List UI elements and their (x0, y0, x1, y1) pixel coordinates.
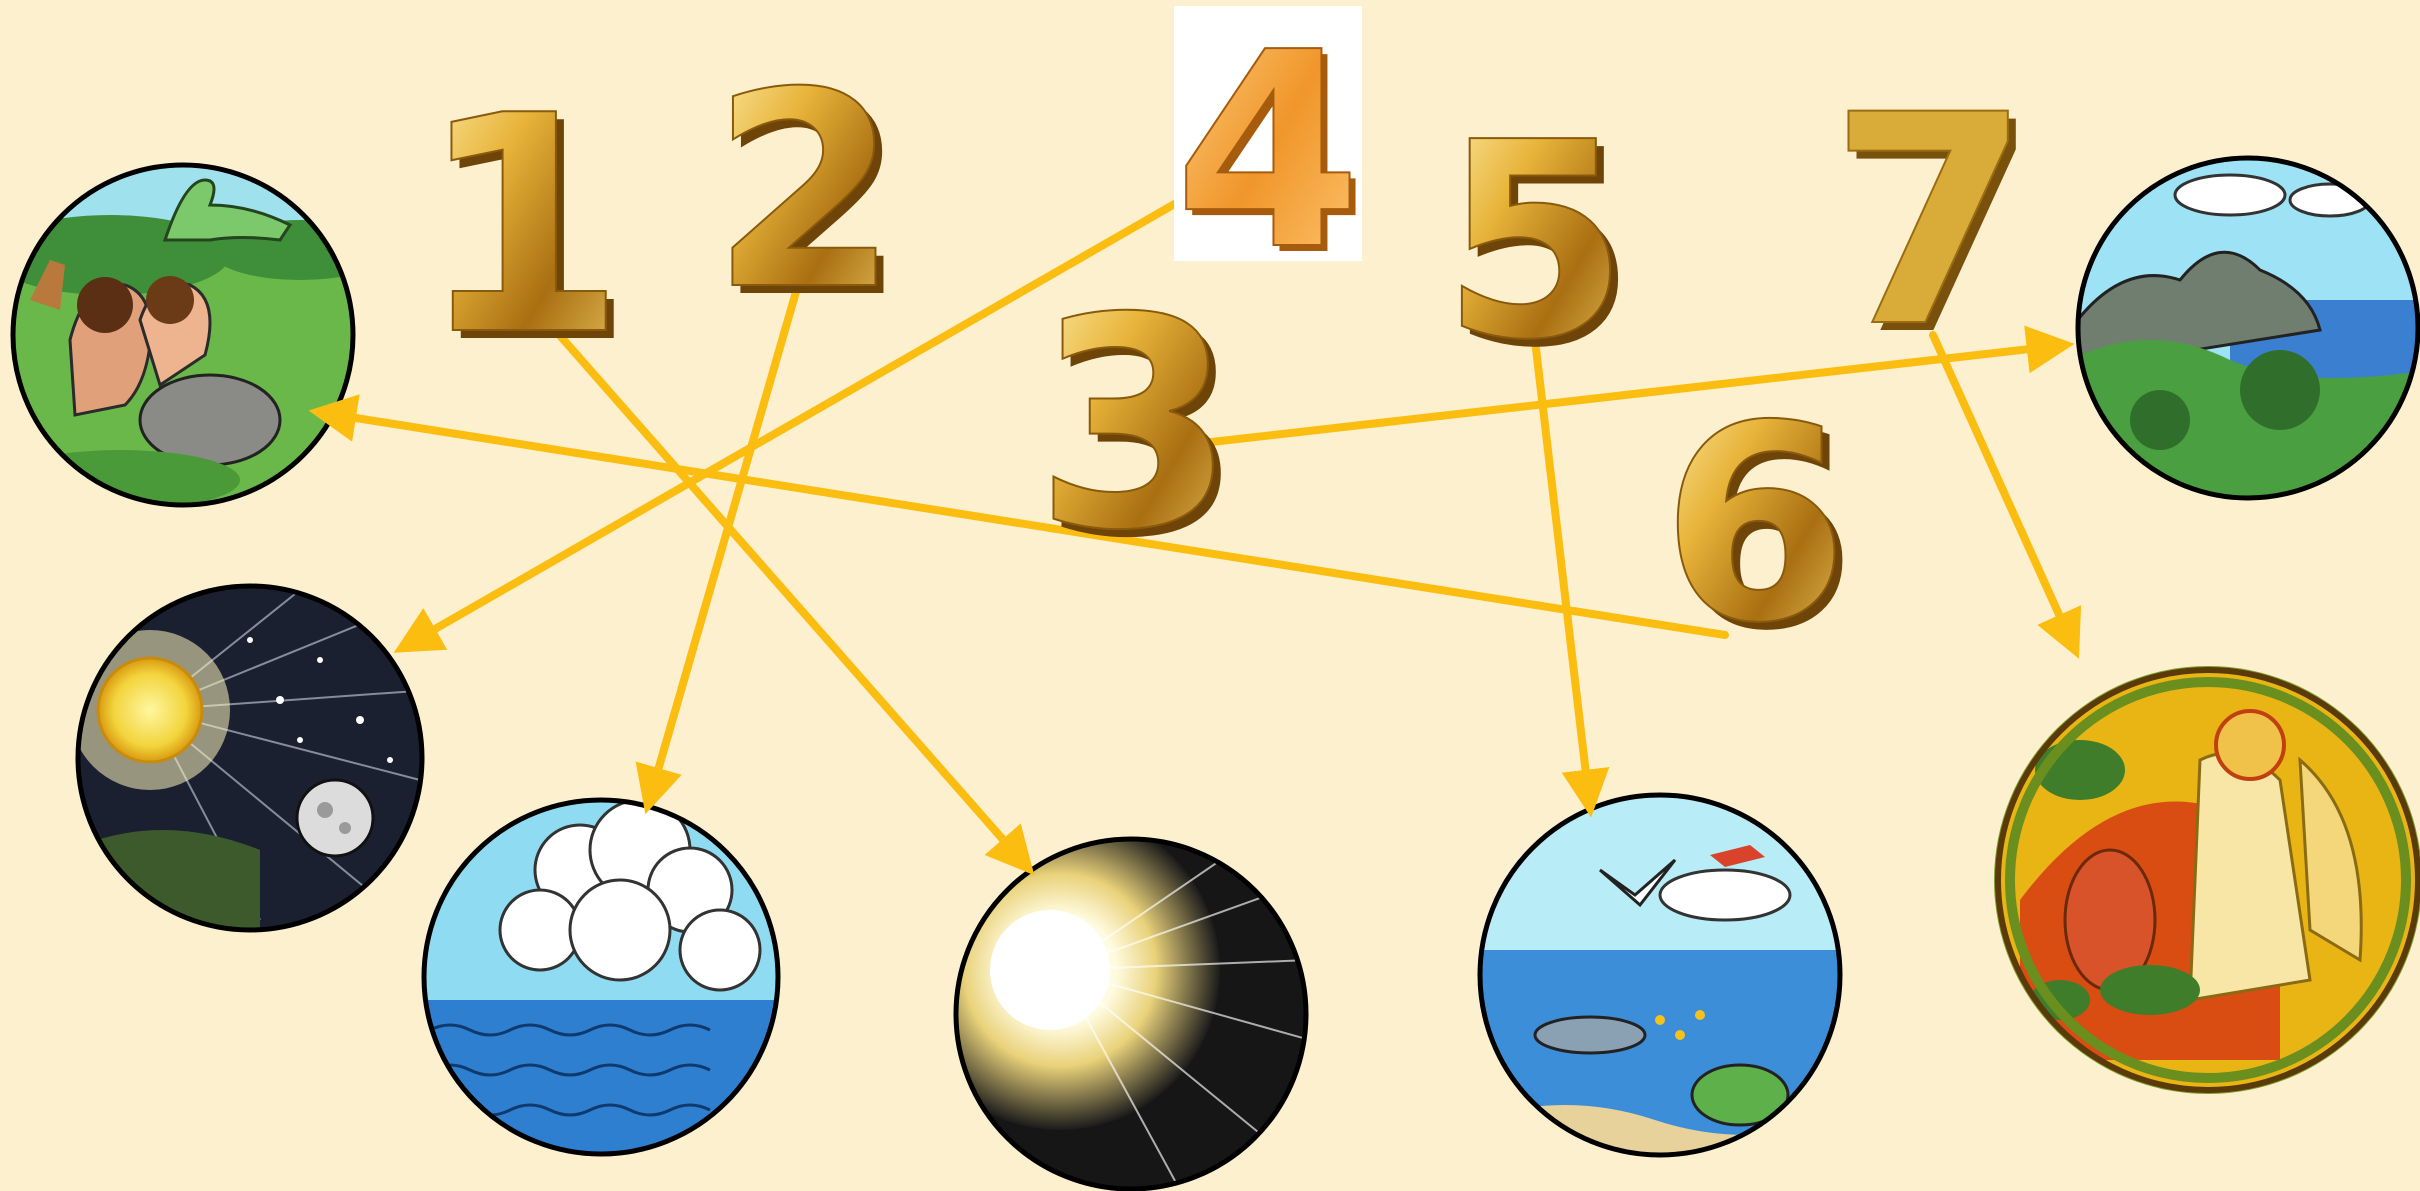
sun-moon-stars-icon (70, 580, 440, 950)
number-4: 4 4 (1174, 0, 1368, 315)
birds-fish-icon (1475, 790, 1845, 1180)
light-burst-icon (900, 810, 1320, 1191)
angel-icon-painting (1990, 660, 2420, 1100)
number-1: 1 1 (418, 52, 635, 409)
number-2: 2 2 (711, 34, 907, 357)
number-7: 7 7 (1829, 54, 2039, 399)
number-7-label: 7 (1829, 54, 2031, 391)
number-6-label: 6 (1661, 367, 1849, 682)
number-5-label: 5 (1441, 84, 1629, 399)
land-plants-icon (2070, 155, 2420, 505)
number-2-label: 2 (711, 34, 899, 349)
number-6: 6 6 (1661, 367, 1857, 690)
arrow-5-to-birds-fish (1535, 340, 1590, 808)
number-1-label: 1 (418, 52, 627, 401)
adam-eve-animals-icon (0, 160, 390, 525)
number-4-label: 4 (1174, 0, 1362, 309)
clouds-sea-icon (410, 790, 800, 1190)
arrow-2-to-sky-sea (648, 278, 800, 805)
arrow-1-to-light (555, 330, 1028, 868)
number-5: 5 5 (1441, 84, 1637, 407)
arrow-6-to-garden (318, 412, 1725, 635)
